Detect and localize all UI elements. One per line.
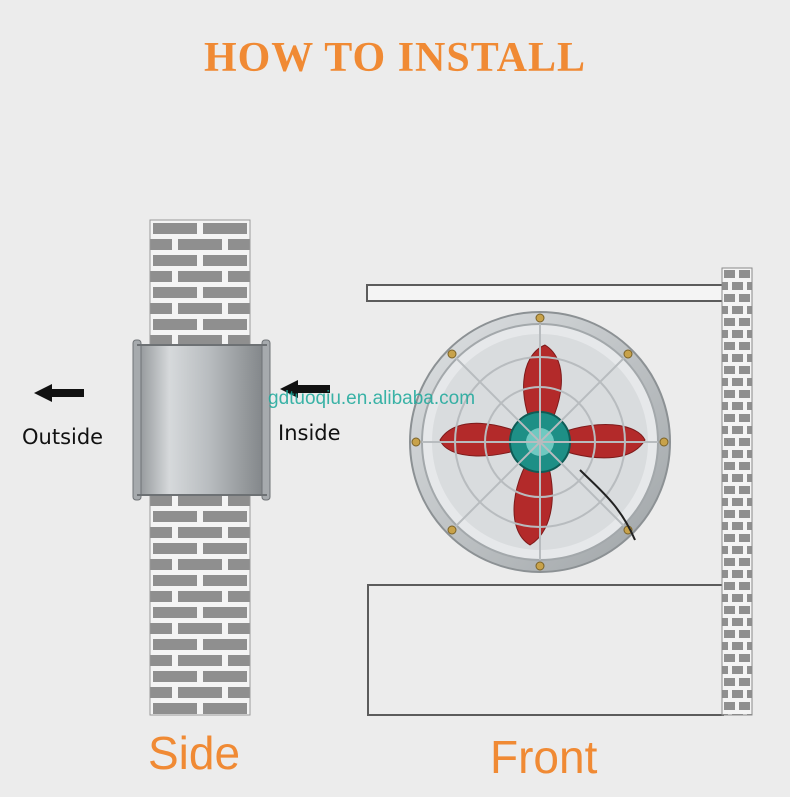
side-fan-drum bbox=[132, 339, 271, 501]
outside-arrow bbox=[34, 384, 84, 402]
page-title: HOW TO INSTALL bbox=[203, 35, 587, 81]
watermark-text: gdtuoqiu.en.alibaba.com bbox=[268, 388, 476, 409]
inside-arrow bbox=[280, 380, 330, 398]
inside-label: Inside bbox=[278, 421, 341, 445]
front-fan bbox=[409, 311, 671, 573]
front-room-outline bbox=[366, 284, 724, 716]
outside-label: Outside bbox=[22, 425, 104, 449]
side-label: Side bbox=[148, 727, 241, 779]
front-label: Front bbox=[490, 731, 598, 783]
front-brick-wall bbox=[721, 267, 753, 716]
